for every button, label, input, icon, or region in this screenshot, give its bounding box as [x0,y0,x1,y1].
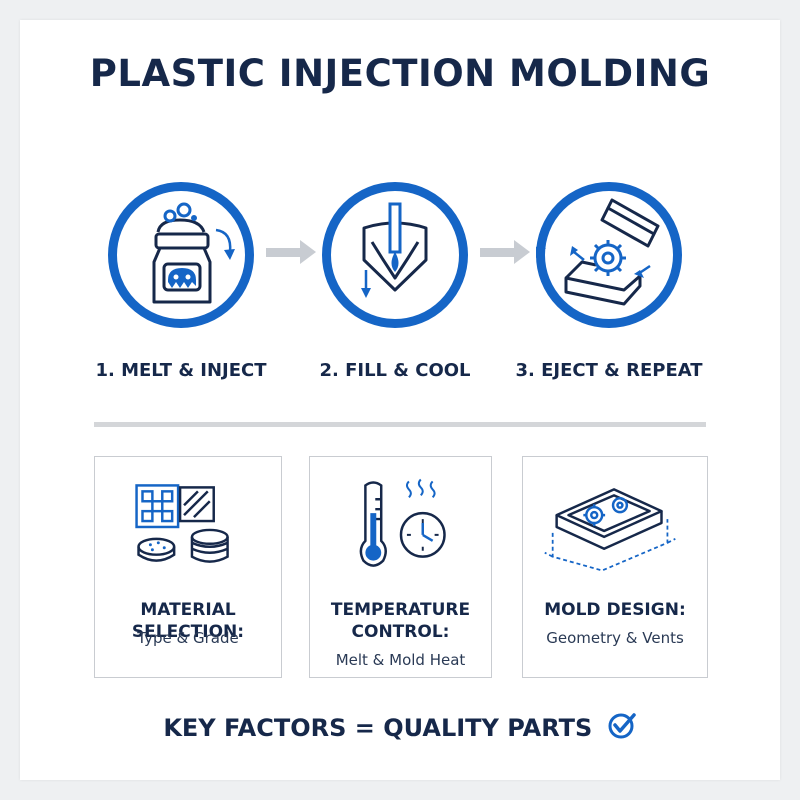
step-1-label: 1. MELT & INJECT [95,360,267,381]
process-connectors [266,240,530,264]
factor-material-title: MATERIAL SELECTION: [131,600,245,642]
connector-arrow-1 [266,240,316,264]
factor-temperature-subtitle: Melt & Mold Heat [335,651,466,669]
factor-material-subtitle: Type & Grade [137,629,239,647]
factor-card-material: MATERIAL SELECTION: Type & Grade [94,456,282,678]
thermometer-gauge-icon [359,478,446,567]
furnace-icon [152,202,235,304]
factor-temperature-title-line2: CONTROL: [351,622,450,642]
step-2-circle [322,182,468,328]
factor-mold-title: MOLD DESIGN: [544,600,686,620]
material-pellets-icon [135,484,229,563]
factor-mold-subtitle: Geometry & Vents [546,629,684,647]
factor-temperature-title-line1: TEMPERATURE [330,600,471,620]
connector-arrow-2 [480,240,530,264]
page-title: PLASTIC INJECTION MOLDING [89,52,711,95]
footer-text: KEY FACTORS = QUALITY PARTS [163,714,593,742]
factor-card-temperature: TEMPERATURE CONTROL: Melt & Mold Heat [309,456,492,678]
mold-fill-icon [361,202,428,298]
factor-card-mold-design: MOLD DESIGN: Geometry & Vents [522,456,708,678]
section-divider [94,422,706,427]
mold-blueprint-icon [544,488,676,572]
step-3-circle [536,182,682,328]
step-2-label: 2. FILL & COOL [319,360,471,381]
check-circle-icon [608,713,636,739]
footer-banner: KEY FACTORS = QUALITY PARTS [0,710,800,742]
eject-part-icon [536,198,660,306]
step-3-label: 3. EJECT & REPEAT [515,360,703,381]
step-1-circle [108,182,254,328]
